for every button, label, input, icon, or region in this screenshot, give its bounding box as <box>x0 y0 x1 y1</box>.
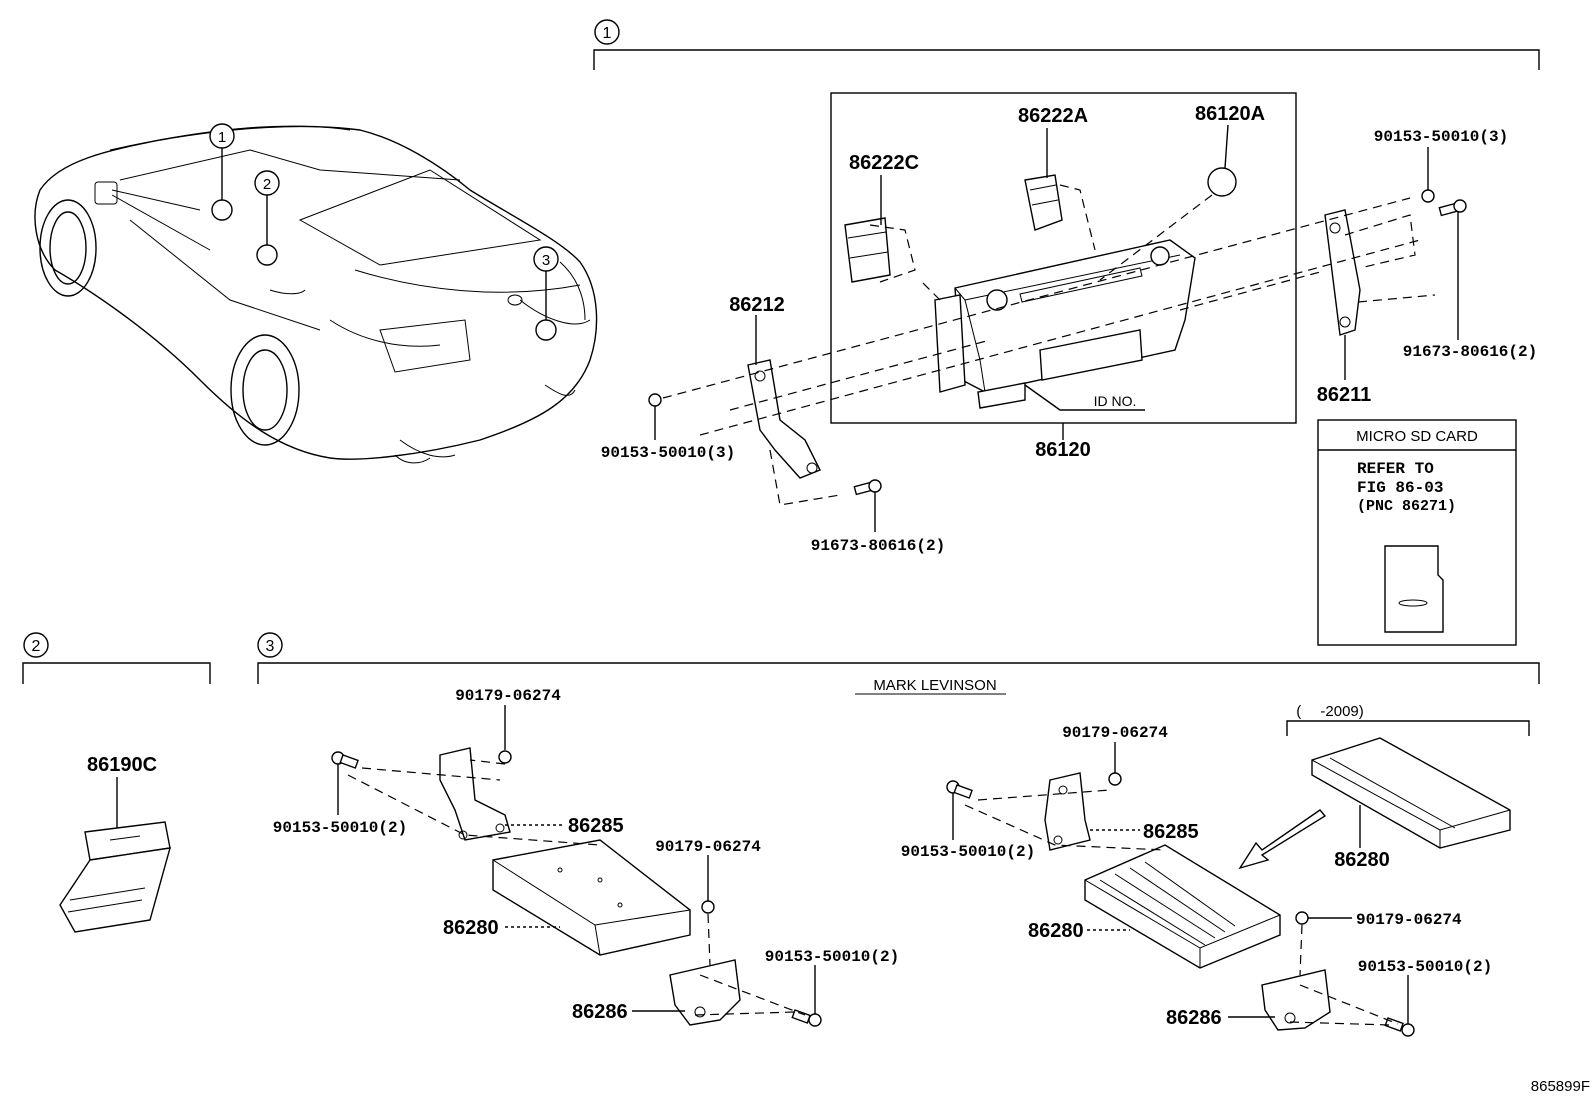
micro-sd-line1: REFER TO <box>1357 460 1434 478</box>
label-left-86286: 86286 <box>572 1001 628 1023</box>
label-screw-left: 91673-80616(2) <box>811 537 945 555</box>
lexus-logo-icon <box>1398 599 1428 607</box>
label-right-86280: 86280 <box>1028 920 1084 942</box>
car-callout-3: 3 <box>542 252 550 269</box>
label-screw-right: 91673-80616(2) <box>1403 343 1537 361</box>
part-86222C-shape <box>844 217 891 283</box>
part-86212-shape <box>747 359 821 479</box>
label-right-nut-top: 90179-06274 <box>1062 724 1168 742</box>
micro-sd-line3: (PNC 86271) <box>1357 498 1456 515</box>
label-86120A: 86120A <box>1195 103 1265 125</box>
section-3-number: 3 <box>266 638 275 655</box>
car-callout-2: 2 <box>263 176 271 193</box>
label-right-bolt-bottom: 90153-50010(2) <box>1358 958 1492 976</box>
label-right-86280-alt: 86280 <box>1334 849 1390 871</box>
bolt-icon <box>648 189 1467 496</box>
micro-sd-title: MICRO SD CARD <box>1356 428 1478 445</box>
label-bolt-right: 90153-50010(3) <box>1374 128 1508 146</box>
label-left-nut-mid: 90179-06274 <box>655 838 761 856</box>
section-2-number: 2 <box>32 638 41 655</box>
label-86211: 86211 <box>1317 384 1372 406</box>
group-1-head-unit: 86222A 86120A 86222C 86212 86120 86211 I… <box>601 92 1537 555</box>
label-86212: 86212 <box>729 294 785 316</box>
label-86222C: 86222C <box>849 152 919 174</box>
figure-code: 865899F <box>1531 1078 1590 1095</box>
label-86120: 86120 <box>1035 439 1091 461</box>
label-86190C: 86190C <box>87 754 157 776</box>
micro-sd-note: MICRO SD CARD REFER TO FIG 86-03 (PNC 86… <box>1317 419 1517 646</box>
micro-sd-line2: FIG 86-03 <box>1357 479 1443 497</box>
label-left-bolt-bottom: 90153-50010(2) <box>765 948 899 966</box>
label-right-86286: 86286 <box>1166 1007 1222 1029</box>
part-86222A-shape <box>1024 174 1063 231</box>
section-3-bracket: 3 <box>257 632 1540 684</box>
section-1-number: 1 <box>603 25 612 42</box>
label-left-nut-top: 90179-06274 <box>455 687 561 705</box>
car-callout-1: 1 <box>218 129 226 146</box>
micro-sd-card-icon <box>1384 545 1444 633</box>
part-86120A-shape <box>1207 167 1237 197</box>
label-right-86285: 86285 <box>1143 821 1199 843</box>
label-bolt-left: 90153-50010(3) <box>601 444 735 462</box>
arrow-icon <box>1238 809 1327 870</box>
label-right-bolt-top: 90153-50010(2) <box>901 843 1035 861</box>
label-left-86280: 86280 <box>443 917 499 939</box>
part-86211-shape <box>1324 209 1361 336</box>
label-left-86285: 86285 <box>568 815 624 837</box>
group-2-switch: 86190C <box>59 754 171 933</box>
section-1-bracket: 1 <box>593 19 1540 70</box>
label-86222A: 86222A <box>1018 105 1088 127</box>
label-right-nut-mid: 90179-06274 <box>1356 911 1462 929</box>
section-2-bracket: 2 <box>22 632 211 684</box>
label-period: ( -2009) <box>1296 703 1364 720</box>
label-id-no: ID NO. <box>1094 393 1137 409</box>
label-left-bolt-top: 90153-50010(2) <box>273 819 407 837</box>
head-unit-86120-shape <box>934 239 1196 409</box>
group-3-amplifier-right: MARK LEVINSON ( -2009) 86280 <box>855 677 1530 1037</box>
car-illustration: 1 2 3 <box>34 123 598 464</box>
mark-levinson-label: MARK LEVINSON <box>873 677 996 694</box>
group-3-amplifier-left: 90179-06274 90153-50010(2) 86285 90179-0… <box>273 687 899 1027</box>
